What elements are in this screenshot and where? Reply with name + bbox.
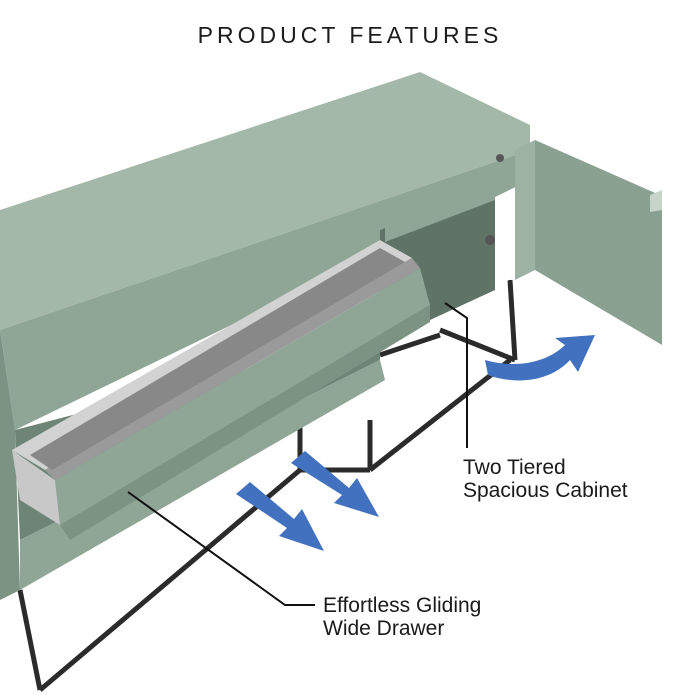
cabinet-callout-line2: Spacious Cabinet: [463, 479, 628, 502]
cabinet-door: [485, 140, 662, 345]
cabinet-callout: Two Tiered Spacious Cabinet: [463, 456, 628, 502]
cabinet-callout-line1: Two Tiered: [463, 456, 566, 479]
motion-arrows: [236, 335, 595, 551]
page-title: PRODUCT FEATURES: [197, 22, 503, 48]
drawer-slide-arrow-1: [236, 482, 324, 551]
drawer-callout-line2: Wide Drawer: [323, 617, 445, 640]
drawer-slide-arrow-2: [291, 451, 379, 517]
drawer-callout: Effortless Gliding Wide Drawer: [323, 594, 481, 640]
door-swing-arrow: [485, 335, 595, 381]
callout-lines: [127, 302, 468, 606]
drawer-callout-line1: Effortless Gliding: [323, 594, 482, 617]
open-drawer: [12, 240, 430, 540]
